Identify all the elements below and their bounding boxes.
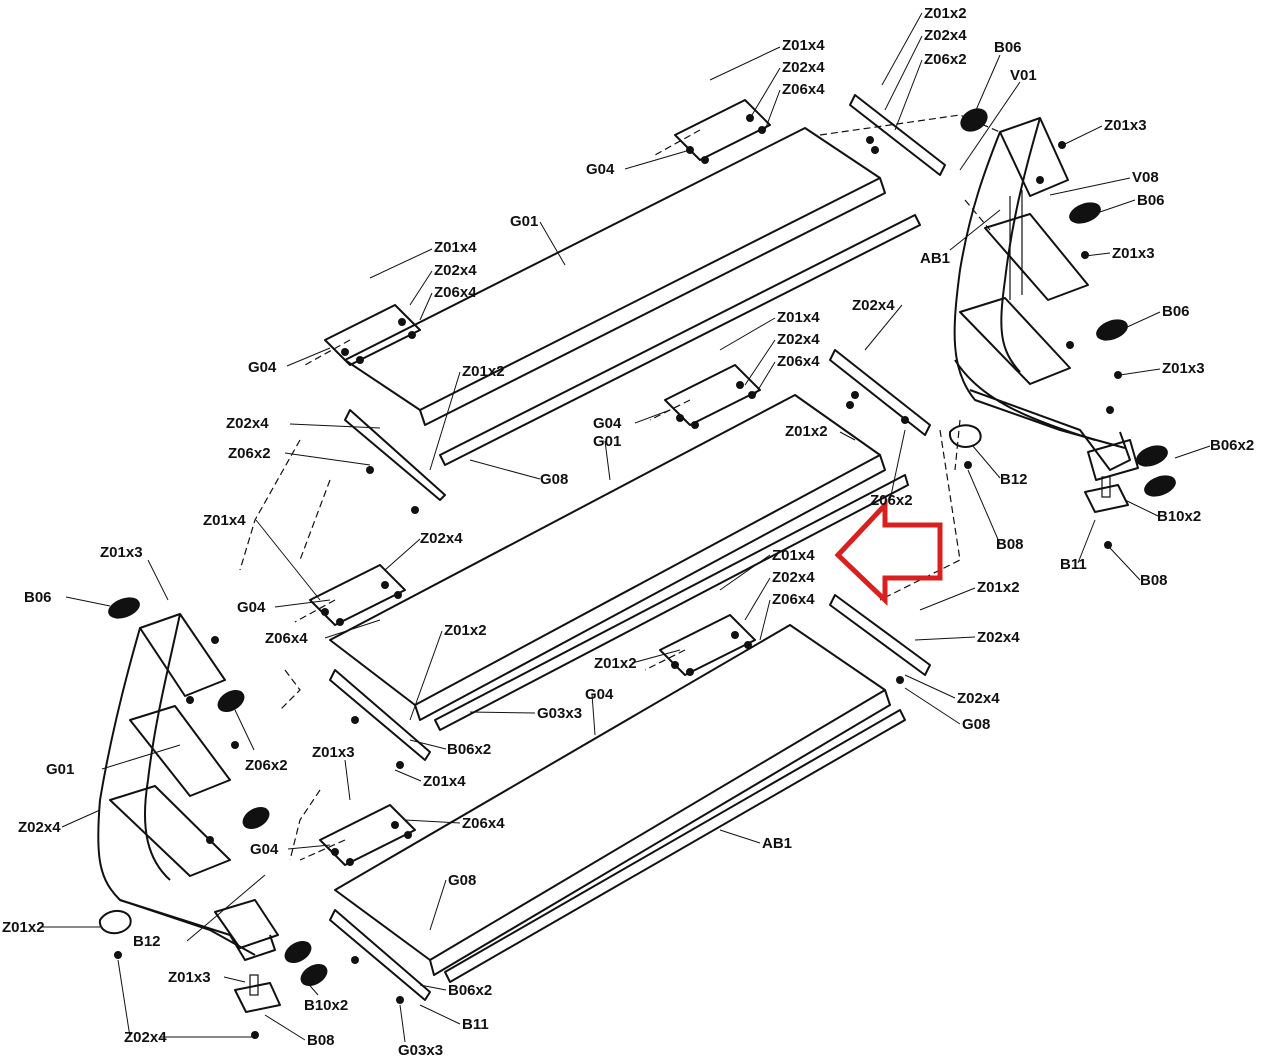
label: Z06x4 bbox=[462, 815, 505, 832]
label: B06 bbox=[1162, 303, 1190, 320]
label: Z01x2 bbox=[462, 363, 505, 380]
label: Z06x4 bbox=[772, 591, 815, 608]
label: Z01x2 bbox=[785, 423, 828, 440]
label: Z01x2 bbox=[924, 5, 967, 22]
label: Z02x4 bbox=[924, 27, 967, 44]
label: G01 bbox=[593, 433, 621, 450]
label: Z01x2 bbox=[977, 579, 1020, 596]
label: B06x2 bbox=[448, 982, 492, 999]
label: Z02x4 bbox=[226, 415, 269, 432]
label: Z06x4 bbox=[782, 81, 825, 98]
right-ladder-frame bbox=[948, 117, 1139, 513]
label: B08 bbox=[1140, 572, 1168, 589]
label: G04 bbox=[248, 359, 277, 376]
label: Z01x3 bbox=[1104, 117, 1147, 134]
label: G08 bbox=[448, 872, 476, 889]
assembly-dashed-lines bbox=[239, 114, 1001, 861]
label: Z06x2 bbox=[245, 757, 288, 774]
label: Z02x4 bbox=[957, 690, 1000, 707]
label: Z01x3 bbox=[168, 969, 211, 986]
label: B06 bbox=[994, 39, 1022, 56]
label: Z01x2 bbox=[2, 919, 45, 936]
label: B06x2 bbox=[1210, 437, 1254, 454]
label: B06 bbox=[24, 589, 52, 606]
label: Z06x4 bbox=[777, 353, 820, 370]
label: G04 bbox=[237, 599, 266, 616]
label: Z06x4 bbox=[265, 630, 308, 647]
rails bbox=[329, 94, 946, 1001]
label: Z01x3 bbox=[100, 544, 143, 561]
label: Z01x3 bbox=[1162, 360, 1205, 377]
label: G08 bbox=[540, 471, 568, 488]
label: Z02x4 bbox=[772, 569, 815, 586]
label: Z01x4 bbox=[772, 547, 815, 564]
label: G04 bbox=[250, 841, 279, 858]
fastener-dots bbox=[114, 114, 1122, 1039]
label: G04 bbox=[585, 686, 614, 703]
label: AB1 bbox=[762, 835, 792, 852]
label: Z01x4 bbox=[434, 239, 477, 256]
label: B08 bbox=[307, 1032, 335, 1049]
label: G03x3 bbox=[398, 1042, 443, 1059]
rubber-bumpers bbox=[108, 108, 1176, 986]
label: Z02x4 bbox=[124, 1029, 167, 1046]
part-labels: Z01x2 Z02x4 Z06x2 B06 V01 Z01x4 Z02x4 Z0… bbox=[2, 5, 1254, 1059]
label: Z02x4 bbox=[18, 819, 61, 836]
label: Z02x4 bbox=[434, 262, 477, 279]
label: G04 bbox=[593, 415, 622, 432]
label: G01 bbox=[46, 761, 74, 778]
label: G04 bbox=[586, 161, 615, 178]
leader-lines bbox=[40, 12, 1211, 1043]
label: B10x2 bbox=[1157, 508, 1201, 525]
label: Z01x3 bbox=[312, 744, 355, 761]
label: G03x3 bbox=[537, 705, 582, 722]
left-ladder-frame bbox=[97, 613, 281, 1013]
label: Z01x4 bbox=[777, 309, 820, 326]
label: Z06x2 bbox=[870, 492, 913, 509]
label: B12 bbox=[133, 933, 161, 950]
label: Z01x4 bbox=[423, 773, 466, 790]
label: AB1 bbox=[920, 250, 950, 267]
label: Z06x2 bbox=[924, 51, 967, 68]
label: Z01x2 bbox=[444, 622, 487, 639]
highlight-arrow bbox=[834, 498, 943, 606]
label: B11 bbox=[1060, 556, 1087, 573]
label: B10x2 bbox=[304, 997, 348, 1014]
label: Z02x4 bbox=[852, 297, 895, 314]
label: Z01x3 bbox=[1112, 245, 1155, 262]
label: Z02x4 bbox=[782, 59, 825, 76]
label: B12 bbox=[1000, 471, 1028, 488]
label: B11 bbox=[462, 1016, 489, 1033]
label: Z01x4 bbox=[782, 37, 825, 54]
label: Z01x2 bbox=[594, 655, 637, 672]
label: Z02x4 bbox=[977, 629, 1020, 646]
label: G08 bbox=[962, 716, 990, 733]
label: Z06x2 bbox=[228, 445, 271, 462]
label: V08 bbox=[1132, 169, 1159, 186]
label: Z02x4 bbox=[777, 331, 820, 348]
label: B08 bbox=[996, 536, 1024, 553]
label: Z06x4 bbox=[434, 284, 477, 301]
label: Z02x4 bbox=[420, 530, 463, 547]
label: Z01x4 bbox=[203, 512, 246, 529]
label: G01 bbox=[510, 213, 538, 230]
label: V01 bbox=[1010, 67, 1037, 84]
label: B06 bbox=[1137, 192, 1165, 209]
label: B06x2 bbox=[447, 741, 491, 758]
